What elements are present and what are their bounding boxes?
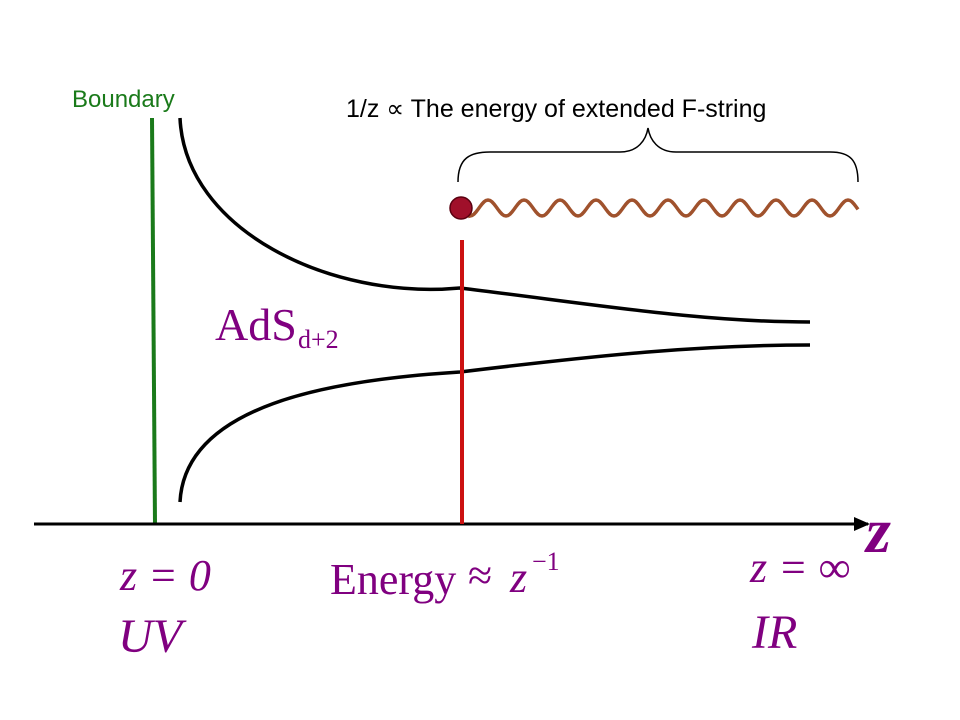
boundary-line [150,117,157,526]
ads-upper-curve [178,117,811,324]
uv-label: UV [118,610,187,663]
ads-main: AdS [215,299,297,350]
ads-lower-curve [178,343,811,503]
string-endpoint [449,196,473,220]
boundary-label: Boundary [72,86,175,113]
energy-relation: Energy ≈ z −1 [330,547,560,604]
ir-equation: z = ∞ [749,543,850,592]
brace-caption: 1/z ∝ The energy of extended F-string [346,95,766,123]
energy-z: z [509,553,527,602]
ir-label: IR [751,606,797,659]
axis-name-z: z [864,495,891,566]
approx-sign: ≈ [468,551,492,600]
f-string-wave [468,198,860,219]
ads-label: AdS d+2 [215,299,339,354]
energy-word: Energy [330,555,456,604]
curly-brace [457,127,859,183]
ads-subscript: d+2 [298,325,339,354]
uv-equation: z = 0 [119,551,211,600]
energy-exponent: −1 [532,547,560,576]
